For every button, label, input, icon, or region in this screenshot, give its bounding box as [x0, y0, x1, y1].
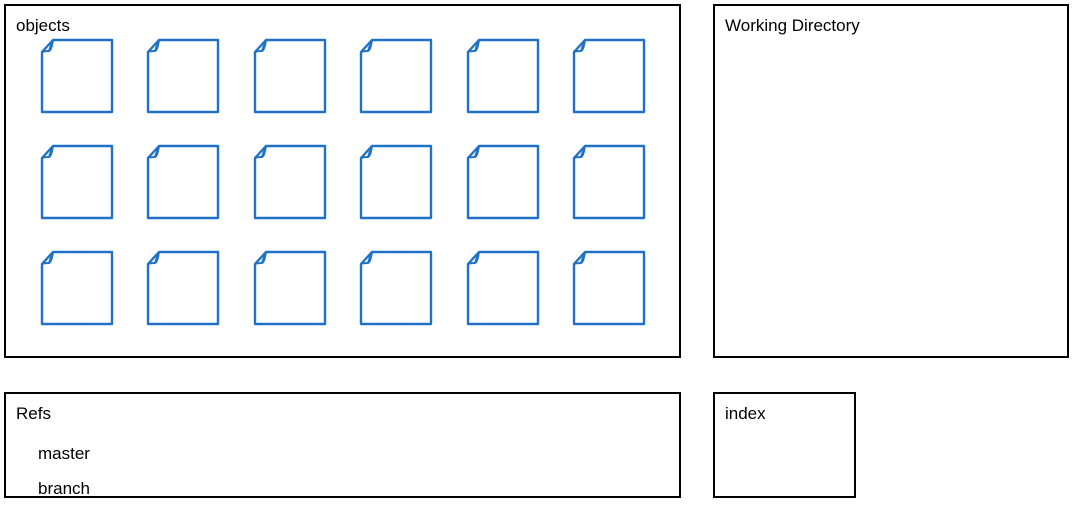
document-icon — [146, 250, 220, 326]
document-icon — [359, 144, 433, 220]
objects-panel: objects — [4, 4, 681, 358]
ref-master: master — [38, 444, 90, 463]
document-icon — [359, 38, 433, 114]
document-icon — [466, 38, 540, 114]
document-icon — [146, 144, 220, 220]
refs-list: master branch — [38, 436, 90, 506]
objects-grid — [6, 6, 679, 356]
working-directory-panel: Working Directory — [713, 4, 1069, 358]
document-icon — [572, 38, 646, 114]
document-icon — [253, 250, 327, 326]
index-title: index — [725, 404, 766, 423]
working-directory-title: Working Directory — [725, 16, 860, 35]
document-icon — [466, 250, 540, 326]
document-icon — [466, 144, 540, 220]
document-icon — [253, 144, 327, 220]
index-panel: index — [713, 392, 856, 498]
refs-title: Refs — [16, 404, 51, 423]
document-icon — [253, 38, 327, 114]
document-icon — [572, 250, 646, 326]
document-icon — [40, 250, 114, 326]
ref-branch: branch — [38, 479, 90, 498]
refs-panel: Refs master branch — [4, 392, 681, 498]
document-icon — [146, 38, 220, 114]
document-icon — [359, 250, 433, 326]
document-icon — [40, 144, 114, 220]
document-icon — [40, 38, 114, 114]
document-icon — [572, 144, 646, 220]
objects-title: objects — [16, 16, 70, 35]
